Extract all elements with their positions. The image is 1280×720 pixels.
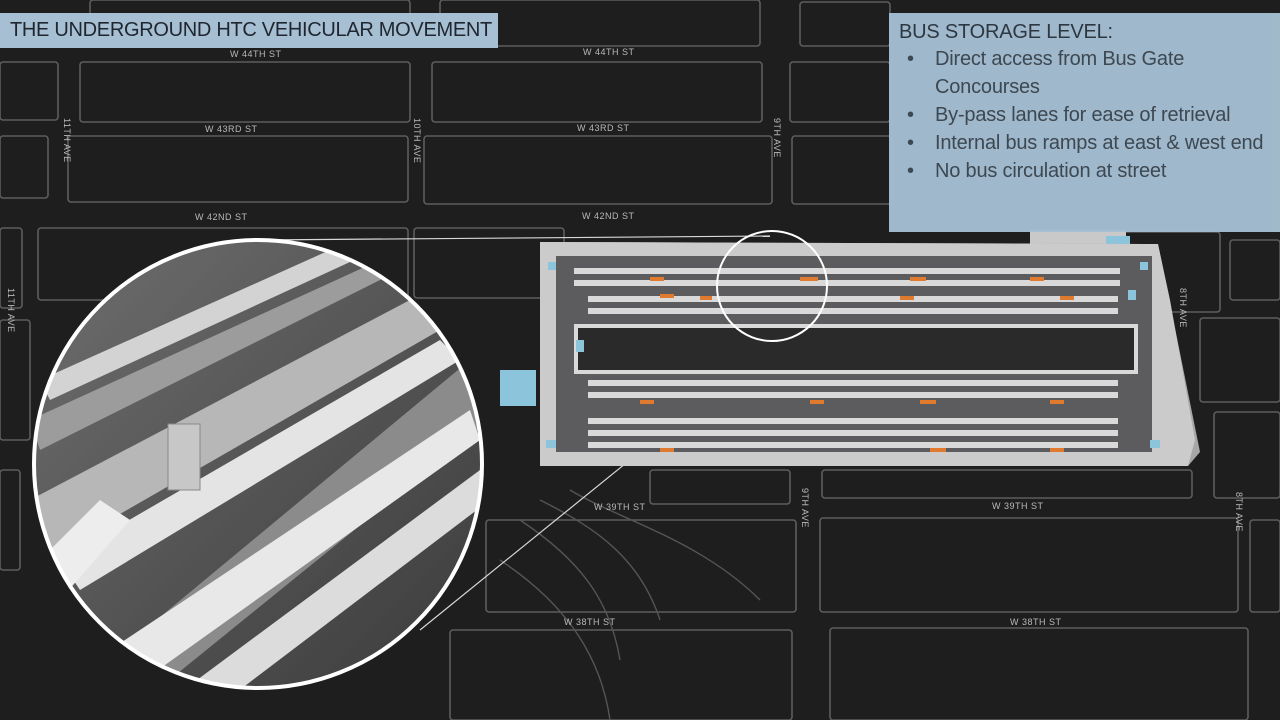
ramp-8 bbox=[1060, 296, 1074, 300]
zoom-connector-top bbox=[257, 235, 771, 241]
lens-bus-row-a bbox=[40, 250, 350, 400]
bullet-icon: • bbox=[907, 48, 914, 70]
bus-row-9 bbox=[588, 442, 1118, 448]
info-list: •Direct access from Bus Gate Concourses … bbox=[899, 45, 1270, 185]
street-label-w43-west: W 43RD ST bbox=[205, 124, 258, 134]
lens-upper-ramp bbox=[34, 260, 400, 450]
bus-row-4 bbox=[588, 308, 1118, 314]
street-label-w38-east: W 38TH ST bbox=[1010, 617, 1062, 627]
info-item: • Internal bus ramps at east & west end bbox=[899, 129, 1270, 157]
page-title: THE UNDERGROUND HTC VEHICULAR MOVEMENT bbox=[10, 19, 492, 41]
stair-core-sw bbox=[546, 440, 556, 448]
info-panel: BUS STORAGE LEVEL: • Direct access from B… bbox=[889, 13, 1280, 232]
info-item-text: Direct access from Bus Gate Concourses bbox=[935, 48, 1185, 98]
street-label-w42-east: W 42ND ST bbox=[582, 211, 635, 221]
west-annex bbox=[500, 370, 536, 406]
ramp-1 bbox=[650, 277, 664, 281]
bus-row-8 bbox=[588, 430, 1118, 436]
info-item-text: No bus circulation at street bbox=[935, 160, 1167, 182]
street-label-11th-ave-south: 11TH AVE bbox=[6, 288, 16, 333]
info-item: • No bus circulation at street bbox=[899, 157, 1270, 185]
stair-core-se bbox=[1150, 440, 1160, 448]
info-item-text: Internal bus ramps at east & west end bbox=[935, 132, 1264, 154]
ramp-10 bbox=[810, 400, 824, 404]
info-heading: BUS STORAGE LEVEL: bbox=[899, 21, 1113, 43]
ramp-13 bbox=[660, 448, 674, 452]
title-banner: THE UNDERGROUND HTC VEHICULAR MOVEMENT bbox=[0, 13, 498, 48]
info-item: • By-pass lanes for ease of retrieval bbox=[899, 101, 1270, 129]
stair-core-nw bbox=[548, 262, 556, 270]
entry-structure bbox=[1030, 230, 1126, 248]
magnifier-lens bbox=[32, 238, 484, 690]
bullet-icon: • bbox=[907, 132, 914, 154]
ramp-9 bbox=[640, 400, 654, 404]
lens-border bbox=[32, 238, 484, 690]
stair-core-ne bbox=[1140, 262, 1148, 270]
bullet-icon: • bbox=[907, 160, 914, 182]
street-label-10th-ave: 10TH AVE bbox=[412, 118, 422, 163]
bus-row-3 bbox=[588, 296, 1118, 302]
ramp-12 bbox=[1050, 400, 1064, 404]
street-label-9th-ave-north: 9TH AVE bbox=[772, 118, 782, 158]
street-label-9th-ave-south: 9TH AVE bbox=[800, 488, 810, 528]
zoom-focus-circle bbox=[716, 230, 828, 342]
ramp-14 bbox=[930, 448, 946, 452]
ramp-3 bbox=[910, 277, 926, 281]
street-label-8th-ave-north: 8TH AVE bbox=[1178, 288, 1188, 328]
ramp-5 bbox=[660, 294, 674, 298]
lens-mid-wall bbox=[34, 300, 440, 560]
info-item: • Direct access from Bus Gate Concourses bbox=[899, 45, 1270, 101]
bus-row-1 bbox=[574, 268, 1120, 274]
ramp-11 bbox=[920, 400, 936, 404]
ramp-6 bbox=[700, 296, 712, 300]
street-label-w39-west: W 39TH ST bbox=[594, 502, 646, 512]
model-central-void bbox=[574, 324, 1138, 374]
ramp-15 bbox=[1050, 448, 1064, 452]
street-label-w44-east: W 44TH ST bbox=[583, 47, 635, 57]
ramp-4 bbox=[1030, 277, 1044, 281]
info-item-text: By-pass lanes for ease of retrieval bbox=[935, 104, 1231, 126]
bus-row-7 bbox=[588, 418, 1118, 424]
stair-core-west bbox=[576, 340, 584, 352]
street-label-w38-west: W 38TH ST bbox=[564, 617, 616, 627]
stair-core-east bbox=[1128, 290, 1136, 300]
bus-row-6 bbox=[588, 392, 1118, 398]
bus-storage-model bbox=[500, 230, 1200, 466]
bus-row-5 bbox=[588, 380, 1118, 386]
street-label-11th-ave-north: 11TH AVE bbox=[62, 118, 72, 163]
street-label-w42-west: W 42ND ST bbox=[195, 212, 248, 222]
ramp-2 bbox=[800, 277, 818, 281]
bus-row-2 bbox=[574, 280, 1120, 286]
lens-bus-row-b bbox=[60, 340, 460, 590]
street-label-w39-east: W 39TH ST bbox=[992, 501, 1044, 511]
street-label-8th-ave-south: 8TH AVE bbox=[1234, 492, 1244, 532]
ramp-7 bbox=[900, 296, 914, 300]
lens-elevator-core bbox=[167, 423, 201, 491]
bullet-icon: • bbox=[907, 104, 914, 126]
street-label-w43-east: W 43RD ST bbox=[577, 123, 630, 133]
street-curves bbox=[499, 489, 761, 720]
lens-bus-row-c bbox=[110, 410, 480, 688]
street-label-w44-west: W 44TH ST bbox=[230, 49, 282, 59]
entry-core bbox=[1106, 236, 1130, 246]
lens-bus-row-d bbox=[170, 470, 482, 688]
